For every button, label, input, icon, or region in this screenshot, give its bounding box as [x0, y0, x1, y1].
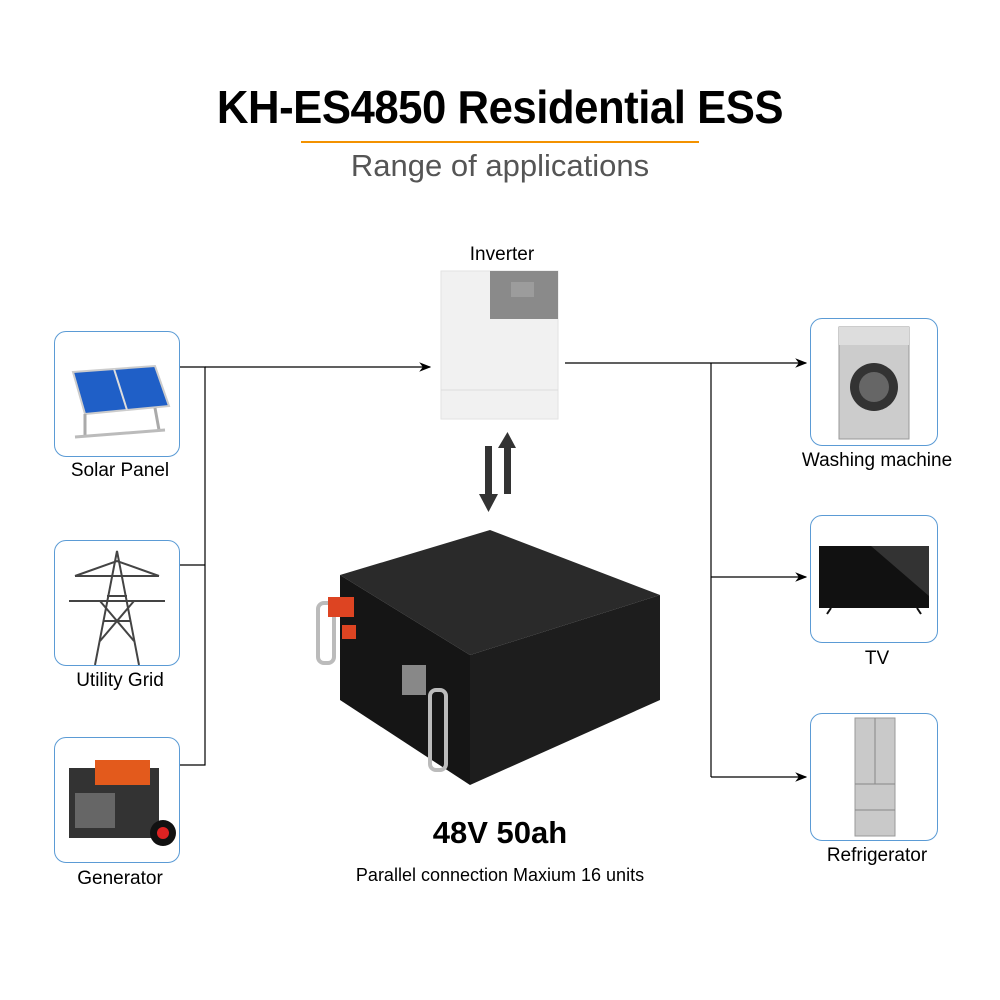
- source-label: Utility Grid: [76, 670, 164, 691]
- bidirectional-arrow-icon: [479, 432, 516, 512]
- title-underline: [301, 141, 699, 143]
- washing-machine-icon: [838, 326, 910, 440]
- battery-note: Parallel connection Maxium 16 units: [355, 865, 645, 885]
- load-label: Refrigerator: [826, 845, 928, 866]
- source-label: Generator: [77, 868, 163, 889]
- battery-image: [316, 530, 660, 785]
- page-title: KH-ES4850 Residential ESS: [216, 81, 784, 133]
- source-label: Solar Panel: [70, 460, 170, 481]
- load-label: Washing machine: [801, 450, 953, 471]
- load-refrigerator: [810, 713, 938, 841]
- load-washing-machine: [810, 318, 938, 446]
- source-solar-panel: [54, 331, 180, 457]
- tv-icon: [819, 546, 929, 615]
- refrigerator-icon: [854, 717, 896, 837]
- page-subtitle: Range of applications: [350, 148, 650, 183]
- inverter-label: Inverter: [469, 244, 535, 265]
- battery-spec: 48V 50ah: [432, 815, 568, 850]
- generator-icon: [69, 760, 176, 846]
- source-utility-grid: [54, 540, 180, 666]
- source-generator: [54, 737, 180, 863]
- inverter-image: [440, 270, 559, 420]
- power-tower-icon: [69, 550, 165, 665]
- load-tv: [810, 515, 938, 643]
- load-label: TV: [864, 648, 890, 669]
- solar-panel-icon: [71, 364, 171, 439]
